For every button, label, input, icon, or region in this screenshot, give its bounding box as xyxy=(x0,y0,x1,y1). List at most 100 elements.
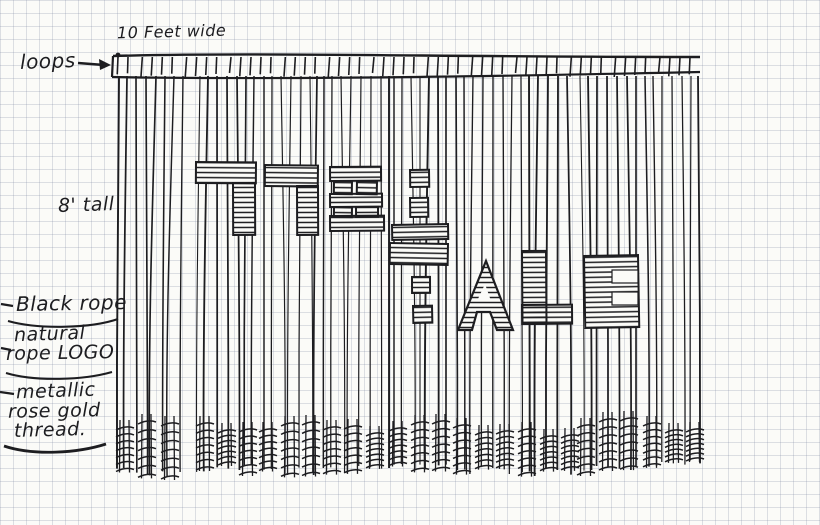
wrap-cluster xyxy=(195,415,215,472)
loop-tick xyxy=(470,56,474,78)
wrap-cluster xyxy=(495,423,515,469)
loop-tick xyxy=(623,56,627,77)
rope-strand xyxy=(463,75,466,470)
loop-tick xyxy=(269,56,272,74)
rope-strand xyxy=(250,75,255,466)
loop-tick xyxy=(381,56,385,77)
rope-strand xyxy=(122,75,128,469)
rope-strand xyxy=(270,75,273,470)
rope-strand xyxy=(644,75,650,467)
rope-strand xyxy=(179,75,184,473)
rope-strand xyxy=(161,75,166,472)
rope-strand xyxy=(369,75,372,468)
wrap-cluster xyxy=(217,422,237,467)
wrap-cluster xyxy=(238,421,258,477)
rope-strand xyxy=(135,75,138,473)
loop-tick xyxy=(140,56,144,77)
rope-strand xyxy=(330,75,333,468)
wrap-cluster xyxy=(642,415,662,468)
loop-tick xyxy=(688,56,691,75)
loop-tick xyxy=(446,56,450,75)
wrap-cluster xyxy=(576,417,596,477)
wrap-cluster xyxy=(431,413,451,472)
loop-tick xyxy=(160,56,164,75)
wrap-cluster xyxy=(685,421,705,463)
rope-strand xyxy=(469,75,474,475)
loop-tick xyxy=(412,56,415,74)
note-black-rope: Black rope xyxy=(15,290,128,316)
note-dash xyxy=(0,346,12,352)
rope-strand xyxy=(380,75,383,469)
loop-tick xyxy=(514,56,518,74)
rope-strand xyxy=(697,75,702,464)
rope-strand xyxy=(502,75,505,470)
rope-strand xyxy=(340,75,346,473)
loop-tick xyxy=(194,56,198,77)
loop-tick xyxy=(238,56,242,77)
rope-strand xyxy=(455,75,459,471)
wrap-cluster xyxy=(410,414,430,473)
curtain-header-band xyxy=(110,52,701,80)
loop-tick xyxy=(283,56,287,77)
loop-tick xyxy=(667,56,671,77)
wrap-cluster xyxy=(474,424,494,470)
rope-strand xyxy=(579,75,585,471)
wrap-cluster xyxy=(137,413,157,479)
rope-strand xyxy=(437,75,440,466)
width-annotation: 10 Feet wide xyxy=(116,20,227,43)
loop-tick xyxy=(327,56,331,78)
rope-strand xyxy=(195,75,201,473)
wrap-cluster xyxy=(160,415,180,481)
rope-strand xyxy=(280,75,286,474)
loop-tick xyxy=(204,56,208,76)
woven-letter-L xyxy=(520,249,574,326)
loop-tick xyxy=(524,56,528,77)
loop-tick xyxy=(371,56,375,74)
loop-tick xyxy=(613,56,617,78)
rope-strand xyxy=(148,75,157,476)
rope-strand xyxy=(652,75,658,467)
wrap-cluster xyxy=(560,427,580,471)
note-metallic-thread-line3: thread. xyxy=(13,418,87,442)
height-annotation: 8' tall xyxy=(57,193,115,217)
rope-strand xyxy=(286,75,292,476)
rope-strand xyxy=(165,75,175,477)
wrap-cluster xyxy=(517,421,537,477)
rope-strand xyxy=(312,75,318,476)
loop-tick xyxy=(303,56,307,75)
loop-tick xyxy=(228,56,232,74)
loop-tick xyxy=(490,56,494,76)
loop-tick xyxy=(358,56,361,75)
woven-letter-E xyxy=(582,254,641,330)
loop-tick xyxy=(347,56,351,76)
loop-tick xyxy=(678,56,681,76)
loop-tick xyxy=(579,56,583,76)
woven-letter-A xyxy=(456,258,515,332)
woven-letter-H xyxy=(388,168,450,325)
rope-strand xyxy=(671,75,675,464)
loop-tick xyxy=(402,56,405,75)
loop-tick xyxy=(313,56,317,74)
rope-strands xyxy=(115,75,702,477)
wrap-cluster xyxy=(343,418,363,474)
loop-tick xyxy=(249,56,252,76)
woven-letter-T xyxy=(194,160,258,237)
rope-strand xyxy=(566,75,573,475)
wrap-cluster xyxy=(115,419,135,473)
wrap-cluster xyxy=(539,428,559,472)
loop-tick xyxy=(170,56,174,74)
loop-tick xyxy=(501,56,504,75)
wrap-cluster xyxy=(365,425,385,469)
woven-letter-H xyxy=(263,163,320,237)
wrap-cluster xyxy=(322,419,342,475)
loop-tick xyxy=(456,56,460,74)
loop-tick xyxy=(215,56,218,75)
loop-tick xyxy=(436,56,440,76)
rope-strand xyxy=(226,75,230,469)
loop-tick xyxy=(644,56,647,75)
loop-tick xyxy=(150,56,154,76)
underline-stroke xyxy=(3,442,107,454)
rope-strand xyxy=(358,75,362,467)
wrap-cluster xyxy=(301,414,321,477)
